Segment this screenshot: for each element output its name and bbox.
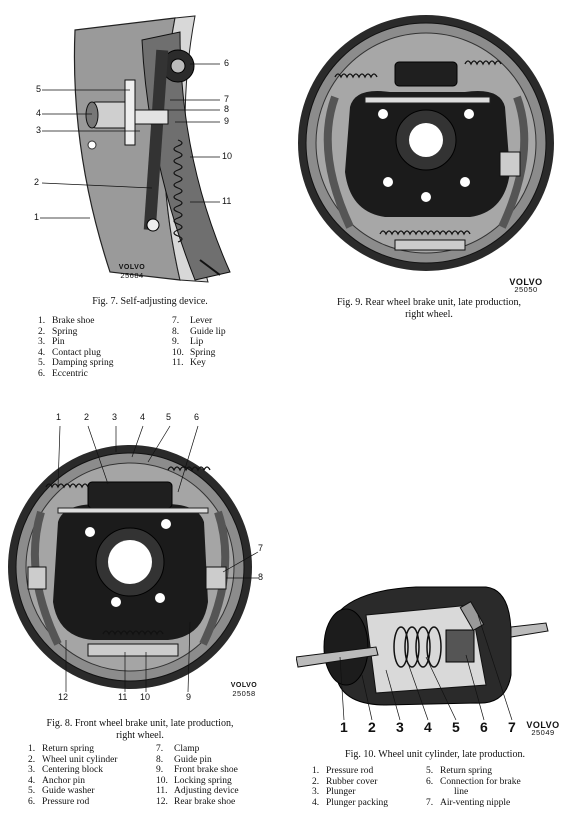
fig7-callout-11: 11: [222, 196, 232, 206]
fig8-volvo-stamp: VOLVO 25058: [224, 682, 264, 698]
fig8-callout-12: 12: [58, 692, 69, 702]
fig10-callout-7: 7: [508, 719, 516, 735]
fig8-caption: Fig. 8. Front wheel brake unit, late pro…: [6, 718, 274, 742]
fig8-illustration: 1 2 3 4 5 6 7 8 9 10 11 12 VOLVO 25058: [8, 412, 268, 712]
legend-item: 10.Spring: [172, 347, 216, 358]
fig8-callout-2: 2: [84, 412, 90, 422]
stamp-code: 25049: [531, 728, 555, 737]
legend-item: 6.Pressure rod: [28, 796, 90, 807]
fig10-legend-col-left: 1.Pressure rod 2.Rubber cover 3.Plunger …: [312, 766, 388, 808]
fig7-volvo-stamp: VOLVO 25684: [112, 264, 152, 280]
legend-item: 4.Plunger packing: [312, 797, 389, 808]
fig8-legend-col-right: 7.Clamp 8.Guide pin 9.Front brake shoe 1…: [156, 744, 239, 808]
fig8-callout-6: 6: [194, 412, 200, 422]
fig10-illustration: 1 2 3 4 5 6 7 VOLVO 25049: [296, 575, 566, 745]
stamp-code: 25050: [514, 285, 538, 294]
fig9-illustration: [295, 12, 557, 282]
caption-line: right wheel.: [405, 309, 453, 320]
fig7-legend-col-left: 1.Brake shoe 2.Spring 3.Pin 4.Contact pl…: [38, 316, 113, 380]
stamp-code: 25058: [232, 689, 256, 698]
legend-item: 7.Lever: [172, 316, 213, 326]
legend-item: 7.Air-venting nipple: [426, 797, 511, 808]
fig7-legend-col-right: 7.Lever 8.Guide lip 9.Lip 10.Spring 11.K…: [172, 316, 226, 369]
caption-line: Fig. 9. Rear wheel brake unit, late prod…: [336, 297, 522, 308]
legend-item: 3.Plunger: [312, 787, 356, 798]
legend-item: 1.Brake shoe: [38, 316, 95, 326]
legend-item: 5.Damping spring: [38, 358, 114, 369]
fig9-volvo-stamp: VOLVO 25050: [506, 278, 546, 294]
legend-item: 3.Pin: [38, 337, 65, 348]
fig9-caption: Fig. 9. Rear wheel brake unit, late prod…: [298, 297, 560, 321]
fig7-callout-6: 6: [224, 58, 230, 68]
stamp-brand: VOLVO: [526, 720, 560, 730]
legend-item: 6.Connection for brake: [426, 776, 521, 787]
legend-item: 6bline: [454, 787, 469, 798]
legend-item: 6.Eccentric: [38, 368, 88, 379]
stamp-brand: VOLVO: [509, 277, 543, 287]
fig7-legend: 1.Brake shoe 2.Spring 3.Pin 4.Contact pl…: [38, 316, 278, 386]
fig7-callout-5: 5: [36, 84, 42, 94]
legend-item: 3.Centering block: [28, 765, 103, 776]
stamp-brand: VOLVO: [230, 682, 258, 689]
wheel-unit-cylinder-drawing: [296, 586, 549, 721]
fig7-callout-4: 4: [36, 108, 42, 118]
fig7-callout-8: 8: [224, 104, 230, 114]
legend-item: 7.Clamp: [156, 744, 200, 754]
fig10-callout-6: 6: [480, 719, 488, 735]
legend-item: 8.Guide pin: [156, 754, 212, 765]
fig7-callout-3: 3: [36, 125, 42, 135]
fig7-callout-1: 1: [34, 212, 40, 222]
fig7-callout-10: 10: [222, 151, 233, 161]
fig8-callout-11: 11: [118, 692, 128, 702]
fig8-legend: 1.Return spring 2.Wheel unit cylinder 3.…: [28, 744, 278, 810]
legend-item: 10.Locking spring: [156, 775, 232, 786]
fig10-callout-2: 2: [368, 719, 376, 735]
fig10-legend: 1.Pressure rod 2.Rubber cover 3.Plunger …: [312, 766, 568, 812]
fig10-legend-col-right: 5.Return spring 6.Connection for brake 6…: [426, 766, 521, 808]
legend-item: 5.Return spring: [426, 766, 492, 776]
fig7-caption: Fig. 7. Self-adjusting device.: [92, 296, 208, 307]
fig10-volvo-stamp: VOLVO 25049: [522, 721, 564, 737]
fig10-callout-3: 3: [396, 719, 404, 735]
fig8-legend-col-left: 1.Return spring 2.Wheel unit cylinder 3.…: [28, 744, 117, 808]
fig8-callout-10: 10: [140, 692, 151, 702]
stamp-brand: VOLVO: [118, 264, 146, 271]
legend-item: 2.Wheel unit cylinder: [28, 754, 118, 765]
legend-item: 9.Lip: [172, 337, 204, 348]
stamp-code: 25684: [120, 271, 144, 280]
fig7-illustration: 5 4 3 2 1 6 7 8 9 10 11 VOLVO 25684: [30, 10, 270, 290]
legend-item: 1.Pressure rod: [312, 766, 374, 776]
legend-item: 8.Guide lip: [172, 326, 226, 337]
fig10-callout-1: 1: [340, 719, 348, 735]
fig8-callout-1: 1: [56, 412, 62, 422]
front-wheel-brake-drawing: [8, 425, 259, 693]
legend-item: 11.Adjusting device: [156, 786, 239, 797]
rear-wheel-brake-drawing: [298, 15, 554, 271]
fig7-callout-2: 2: [34, 177, 40, 187]
legend-item: 5.Guide washer: [28, 786, 95, 797]
fig7-callout-7: 7: [224, 94, 230, 104]
fig7-callout-9: 9: [224, 116, 230, 126]
fig8-callout-9: 9: [186, 692, 192, 702]
fig10-caption: Fig. 10. Wheel unit cylinder, late produ…: [345, 749, 525, 760]
fig8-callout-7: 7: [258, 543, 264, 553]
self-adjusting-device-drawing: [40, 15, 231, 283]
fig8-callout-8: 8: [258, 572, 264, 582]
legend-item: 9.Front brake shoe: [156, 765, 238, 776]
fig8-callout-3: 3: [112, 412, 118, 422]
legend-item: 2.Spring: [38, 326, 78, 337]
fig10-callout-4: 4: [424, 719, 432, 735]
legend-item: 11.Key: [172, 358, 206, 369]
legend-item: 2.Rubber cover: [312, 776, 378, 787]
legend-item: 1.Return spring: [28, 744, 94, 754]
caption-line: Fig. 8. Front wheel brake unit, late pro…: [46, 718, 234, 729]
fig10-callout-5: 5: [452, 719, 460, 735]
fig8-callout-5: 5: [166, 412, 172, 422]
legend-item: 4.Contact plug: [38, 347, 101, 358]
legend-item: 12.Rear brake shoe: [156, 796, 236, 807]
caption-line: right wheel.: [116, 730, 164, 741]
legend-item: 4.Anchor pin: [28, 775, 86, 786]
fig8-callout-4: 4: [140, 412, 146, 422]
